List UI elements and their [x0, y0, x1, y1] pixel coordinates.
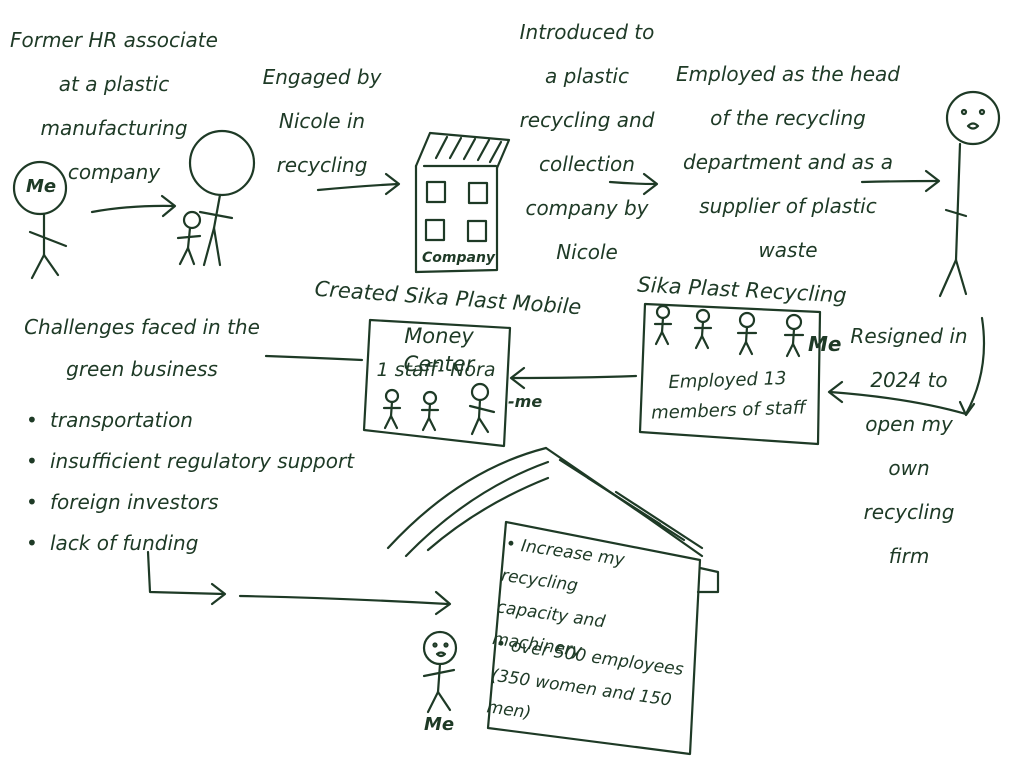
me-label-start: Me [26, 176, 57, 197]
challenge-item: foreign investors [26, 482, 354, 523]
goal-text: over 500 employees (350 women and 150 me… [485, 636, 685, 724]
arrow-challenges-to-house [146, 550, 452, 616]
step-employed: Employed as the head of the recycling de… [676, 62, 900, 262]
step-resigned: Resigned in 2024 to open my own recyclin… [850, 324, 968, 568]
arrow-sika-to-mobile [509, 366, 638, 390]
house [386, 446, 720, 756]
challenge-item: insufficient regulatory support [26, 441, 354, 482]
me-figure-house [422, 630, 458, 714]
challenges-list: transportation insufficient regulatory s… [22, 400, 354, 564]
connector-mobile-to-challenges [264, 354, 364, 362]
arrow-to-employed [608, 172, 659, 196]
company-label: Company [422, 250, 496, 266]
me-figure-start [12, 160, 68, 280]
arrow-to-head-figure [860, 169, 941, 193]
me-label-house: Me [424, 714, 455, 735]
challenge-item: transportation [26, 400, 354, 441]
challenges-heading: Challenges faced in the green business [24, 315, 260, 381]
company-building [414, 131, 511, 274]
arrow-resign-to-sika [827, 316, 986, 417]
mobile-center-staff: 1 staff- Nora [376, 359, 496, 381]
step-former-hr: Former HR associate at a plastic manufac… [10, 28, 218, 184]
sika-recycling-box [638, 302, 822, 446]
mobile-center-box [362, 318, 512, 448]
sika-recycling-staff: Employed 13 members of staff [650, 367, 807, 424]
head-figure [938, 90, 1001, 298]
hr-figures [176, 129, 256, 267]
me-label-sika: Me [808, 332, 842, 356]
step-engaged: Engaged by Nicole in recycling [262, 65, 382, 177]
arrow-me-to-hr [90, 194, 177, 218]
challenge-item: lack of funding [26, 523, 354, 564]
mobile-center-name: Money Center [403, 324, 475, 376]
arrow-to-company [316, 172, 401, 196]
step-introduced: Introduced to a plastic recycling and co… [519, 20, 655, 264]
me-label-mobile: -me [508, 392, 543, 411]
